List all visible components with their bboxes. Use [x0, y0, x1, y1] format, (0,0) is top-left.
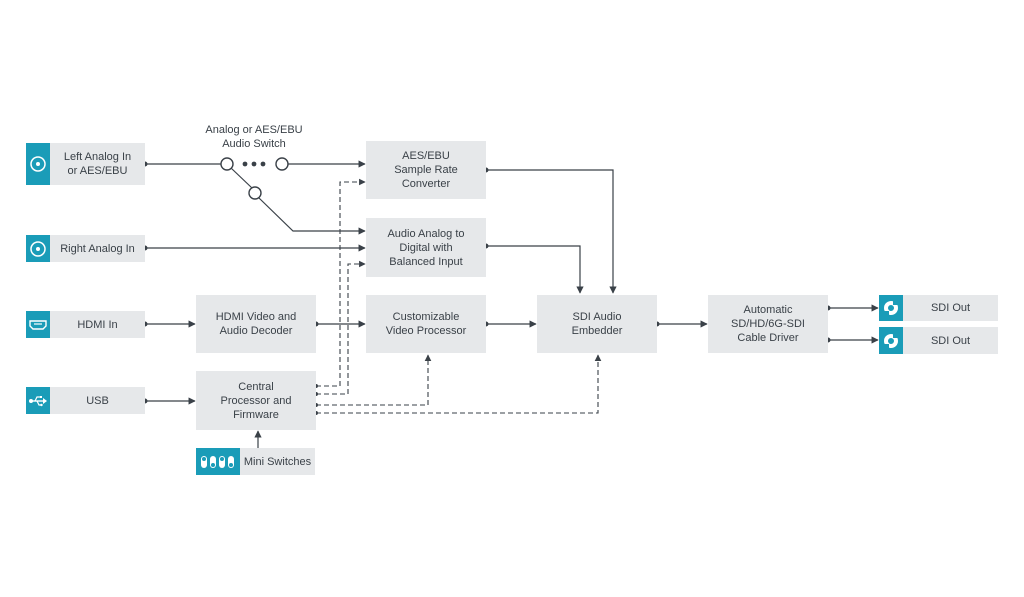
bnc-connector-icon: [879, 295, 903, 321]
output-sdi-2-label: SDI Out: [930, 334, 971, 347]
input-hdmi-label: HDMI In: [77, 318, 118, 331]
circle-connector-icon: [26, 235, 50, 262]
input-hdmi: HDMI In: [26, 311, 145, 338]
input-mini-switches: Mini Switches: [196, 448, 315, 475]
wire-adc-to-embedder: [486, 245, 584, 294]
circle-connector-icon: [26, 143, 50, 185]
hdmi-port-icon: [26, 311, 50, 338]
input-usb-label: USB: [86, 394, 109, 407]
switch-lever: [230, 167, 253, 189]
input-left-analog-label: Left Analog In or AES/EBU: [63, 151, 132, 177]
block-cable-driver: Automatic SD/HD/6G-SDI Cable Driver: [708, 295, 828, 353]
input-right-analog-label: Right Analog In: [60, 242, 135, 255]
output-sdi-2: SDI Out: [879, 327, 998, 354]
wire-switch-to-adc: [258, 197, 366, 235]
block-audio-analog-to-digital: Audio Analog to Digital with Balanced In…: [366, 218, 486, 277]
block-hdmi-decoder: HDMI Video and Audio Decoder: [196, 295, 316, 353]
input-usb: USB: [26, 387, 145, 414]
block-aes-sample-rate-converter: AES/EBU Sample Rate Converter: [366, 141, 486, 199]
block-central-processor: Central Processor and Firmware: [196, 371, 316, 430]
usb-icon: [26, 387, 50, 414]
input-right-analog: Right Analog In: [26, 235, 145, 262]
control-to-embedder: [316, 354, 602, 414]
control-to-vp: [316, 354, 432, 406]
bnc-connector-icon: [879, 327, 903, 354]
control-to-adc: [316, 260, 366, 395]
audio-switch: [220, 157, 289, 200]
output-sdi-1: SDI Out: [879, 295, 998, 321]
block-video-processor: Customizable Video Processor: [366, 295, 486, 353]
wire-src-to-embedder: [486, 169, 617, 294]
output-sdi-1-label: SDI Out: [930, 302, 971, 314]
switch-label: Analog or AES/EBU Audio Switch: [205, 124, 303, 150]
dip-switch-icon: [196, 448, 240, 475]
control-to-src: [316, 178, 366, 387]
input-left-analog: Left Analog In or AES/EBU: [26, 143, 145, 185]
block-sdi-audio-embedder: SDI Audio Embedder: [537, 295, 657, 353]
input-mini-switches-label: Mini Switches: [243, 455, 312, 468]
